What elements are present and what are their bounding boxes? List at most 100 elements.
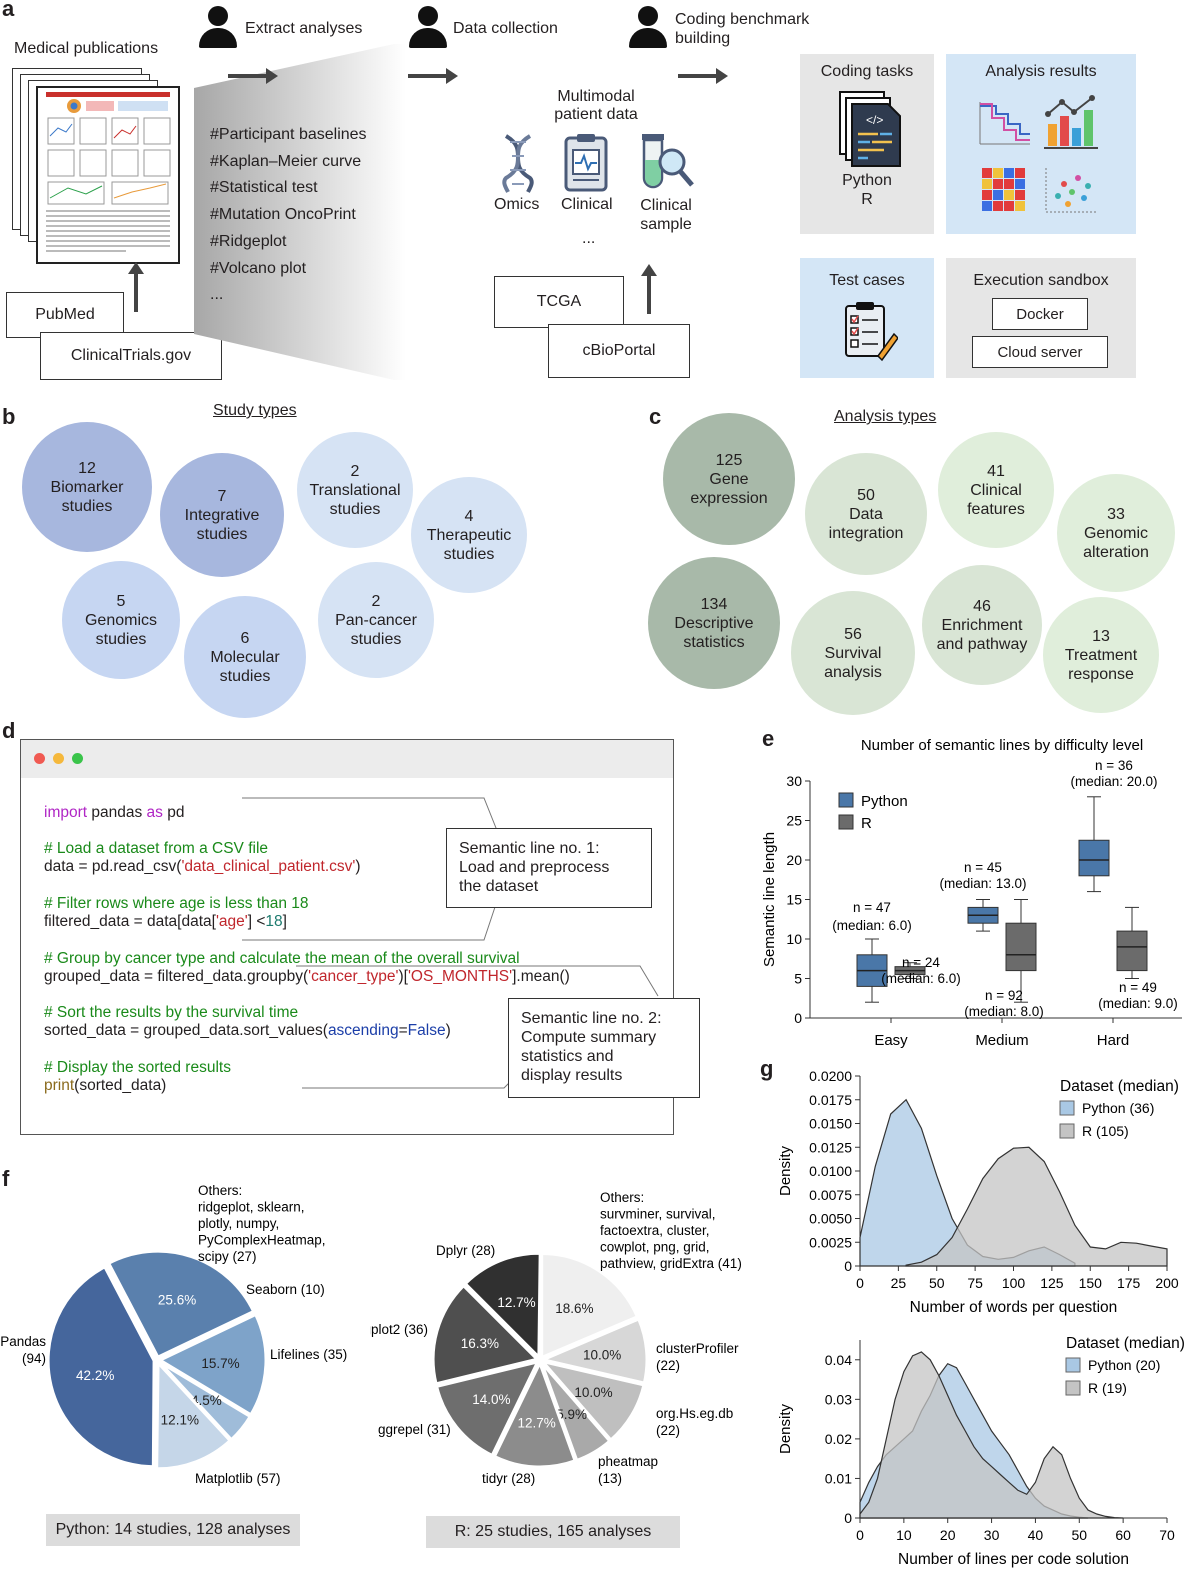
x-tick-label: 0 [856,1527,864,1543]
panel-label-d: d [2,718,16,743]
study-types-title: Study types [213,402,297,419]
legend-label: Python (36) [1082,1100,1154,1116]
y-tick-label: 0 [844,1258,852,1274]
code-line: filtered_data = data[data['age'] <18] [44,913,287,930]
step-benchmark-building: Coding benchmark building [675,11,810,47]
legend-label: R (19) [1088,1380,1127,1396]
y-tick-label: 0.02 [825,1431,852,1447]
legend-swatch [838,792,854,808]
y-tick-label: 30 [786,773,802,789]
y-tick-label: 0 [844,1510,852,1526]
arrow-right-icon [408,68,458,84]
analysis-results-panel: Analysis results [946,54,1136,234]
pie-slice [158,1360,253,1442]
analysis-item: #Ridgeplot [210,232,287,250]
annotation-n: n = 24 [902,955,940,970]
panel-label-b: b [2,404,16,429]
x-tick-label: 20 [940,1527,956,1543]
clinical-sample-label: Clinical sample [640,197,692,233]
pie-slice-label: pheatmap [598,1454,658,1469]
coding-tasks-panel: Coding tasks </> Python R [800,54,934,234]
pie-others-label: survminer, survival, [600,1207,716,1222]
x-tick-label: Easy [874,1032,908,1049]
r-library-pie: 18.6%10.0%clusterProfiler(22)10.0%org.Hs… [370,1190,742,1486]
more-data-dots: ... [582,230,596,247]
step-extract-analyses: Extract analyses [245,20,363,37]
code-window [20,739,674,1135]
heatmap-icon [982,168,1025,211]
pie-others-label: factoextra, cluster, [600,1223,710,1238]
legend-title: Dataset (median) [1066,1335,1185,1352]
annotation-median: (median: 20.0) [1070,774,1157,789]
y-tick-label: 0.0200 [809,1068,852,1084]
analysis-item: #Kaplan–Meier curve [210,152,362,170]
up-arrow-icon [647,272,651,314]
pie-slice [492,1359,577,1469]
pie-pct-label: 4.5% [191,1393,222,1408]
test-cases-title: Test cases [829,272,905,289]
pie-slice [156,1312,268,1417]
scatter-plot-icon [1045,168,1096,213]
code-comment: # Filter rows where age is less than 18 [44,895,309,912]
y-axis-label: Density [777,1145,794,1196]
y-tick-label: 0.03 [825,1391,852,1407]
panel-label-a: a [2,0,15,21]
person-icon-collect [408,6,448,48]
y-tick-label: 0.04 [825,1352,852,1368]
omics-label: Omics [494,196,540,213]
pie-others-label: scipy (27) [198,1249,257,1264]
pie-slice [155,1359,233,1471]
tcga-box: TCGA [494,276,624,328]
pie-pct-label: 18.6% [555,1301,593,1316]
maximize-dot-icon [72,753,83,764]
up-arrow-head [128,262,144,274]
chart-title: Number of semantic lines by difficulty l… [861,737,1143,754]
pie-slice [463,1251,542,1361]
code-line: import pandas as pd [44,804,185,821]
legend-label: Python (20) [1088,1357,1160,1373]
code-line: data = pd.read_csv('data_clinical_patien… [44,858,361,875]
y-axis-label: Density [777,1403,794,1454]
minimize-dot-icon [53,753,64,764]
up-arrow-head [641,264,657,276]
language-r: R [861,191,873,208]
legend-label: Python [861,793,908,810]
pie-pct-label: 15.7% [201,1356,239,1371]
x-tick-label: 70 [1159,1527,1175,1543]
words-density-chart: 00.00250.00500.00750.01000.01250.01500.0… [777,1068,1179,1316]
pie-others-label: PyComplexHeatmap, [198,1233,326,1248]
pie-slice-label: ggplot2 (36) [370,1322,428,1337]
code-comment: # Sort the results by the survival time [44,1004,299,1021]
pie-pct-label: 10.0% [583,1348,621,1363]
analyses-list: #Participant baselines #Kaplan–Meier cur… [210,122,367,309]
legend-label: R (105) [1082,1123,1129,1139]
code-file-icon: </> [839,91,901,167]
test-cases-panel: Test cases [800,258,934,378]
code-line: print(sorted_data) [44,1077,167,1094]
x-tick-label: Hard [1097,1032,1130,1049]
code-comment: # Group by cancer type and calculate the… [44,950,520,967]
x-axis-label: Number of lines per code solution [898,1551,1129,1568]
survival-curve-icon [979,102,1030,145]
annotation-n: n = 47 [853,900,891,915]
test-tube-icon [642,134,694,189]
legend-swatch [1065,1357,1081,1373]
cbioportal-box: cBioPortal [548,324,690,378]
x-tick-label: Medium [975,1032,1028,1049]
pie-slice-label: Pandas [0,1334,46,1349]
analysis-item: #Volcano plot [210,259,307,277]
legend-swatch [1059,1123,1075,1139]
analysis-item: #Statistical test [210,179,318,197]
y-tick-label: 5 [794,971,802,987]
execution-sandbox-panel: Execution sandbox Docker Cloud server [946,258,1136,378]
pie-slice [540,1251,640,1360]
y-tick-label: 0.01 [825,1470,852,1486]
